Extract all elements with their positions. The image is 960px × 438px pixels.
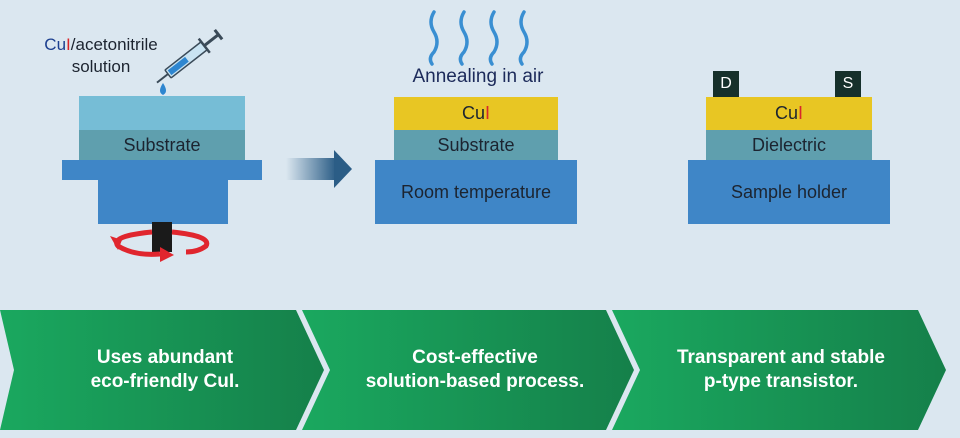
step-3-text: Transparent and stable p-type transistor. xyxy=(636,310,926,430)
step-3-line2: p-type transistor. xyxy=(703,371,859,392)
rotation-arrows-icon xyxy=(110,229,210,262)
process-arrow-icon xyxy=(286,150,352,188)
chevron-2 xyxy=(302,310,634,430)
transistor-stack xyxy=(688,71,890,224)
step-1-text: Uses abundant eco-friendly CuI. xyxy=(20,310,310,430)
room-temp-label: Room temperature xyxy=(400,182,552,202)
solution-cu: Cu xyxy=(44,35,67,54)
cui-label-3: CuI xyxy=(706,103,872,124)
step-1-line1: Uses abundant xyxy=(96,347,234,368)
substrate-layer-1 xyxy=(79,130,245,160)
solution-i: I xyxy=(66,35,71,54)
cui-label-2: CuI xyxy=(394,103,558,124)
droplet-icon xyxy=(160,83,166,95)
cui-cu-3: Cu xyxy=(774,103,798,123)
chevron-3 xyxy=(612,310,946,430)
solution-layer xyxy=(79,96,245,130)
step-2-line2: solution-based process. xyxy=(365,371,585,392)
cui-i-2: I xyxy=(485,103,491,123)
cui-layer-3 xyxy=(706,97,872,130)
drain-label: D xyxy=(720,75,732,92)
shaft xyxy=(152,222,172,252)
chevron-1 xyxy=(0,310,324,430)
spin-coater xyxy=(62,96,262,252)
room-temp-base xyxy=(375,160,577,224)
annealing-label: Annealing in air xyxy=(412,66,544,87)
spin-chuck-stem xyxy=(98,178,228,224)
step-2-text: Cost-effective solution-based process. xyxy=(330,310,620,430)
solution-suffix: /acetonitrile xyxy=(70,35,158,54)
step-1-line2: eco-friendly CuI. xyxy=(90,371,240,392)
sample-holder-base xyxy=(688,160,890,224)
source-label: S xyxy=(842,75,854,92)
syringe-icon xyxy=(156,28,224,84)
substrate-label-2: Substrate xyxy=(437,135,515,155)
spin-chuck-plate xyxy=(62,160,262,180)
substrate-label-1: Substrate xyxy=(123,135,201,155)
cui-layer-2 xyxy=(394,97,558,130)
dielectric-label: Dielectric xyxy=(751,135,826,155)
sample-holder-label: Sample holder xyxy=(730,182,848,202)
solution-word: solution xyxy=(71,57,131,76)
cui-cu-2: Cu xyxy=(461,103,485,123)
drain-electrode xyxy=(713,71,739,97)
dielectric-layer xyxy=(706,130,872,160)
step-2-line1: Cost-effective xyxy=(412,347,538,368)
solution-label: CuI/acetonitrile solution xyxy=(36,34,166,78)
substrate-layer-2 xyxy=(394,130,558,160)
step-3-line1: Transparent and stable xyxy=(676,347,885,368)
cui-i-3: I xyxy=(798,103,804,123)
benefit-chevrons xyxy=(0,310,946,430)
heat-waves-icon xyxy=(428,10,529,66)
source-electrode xyxy=(835,71,861,97)
annealing-stack xyxy=(375,97,577,224)
